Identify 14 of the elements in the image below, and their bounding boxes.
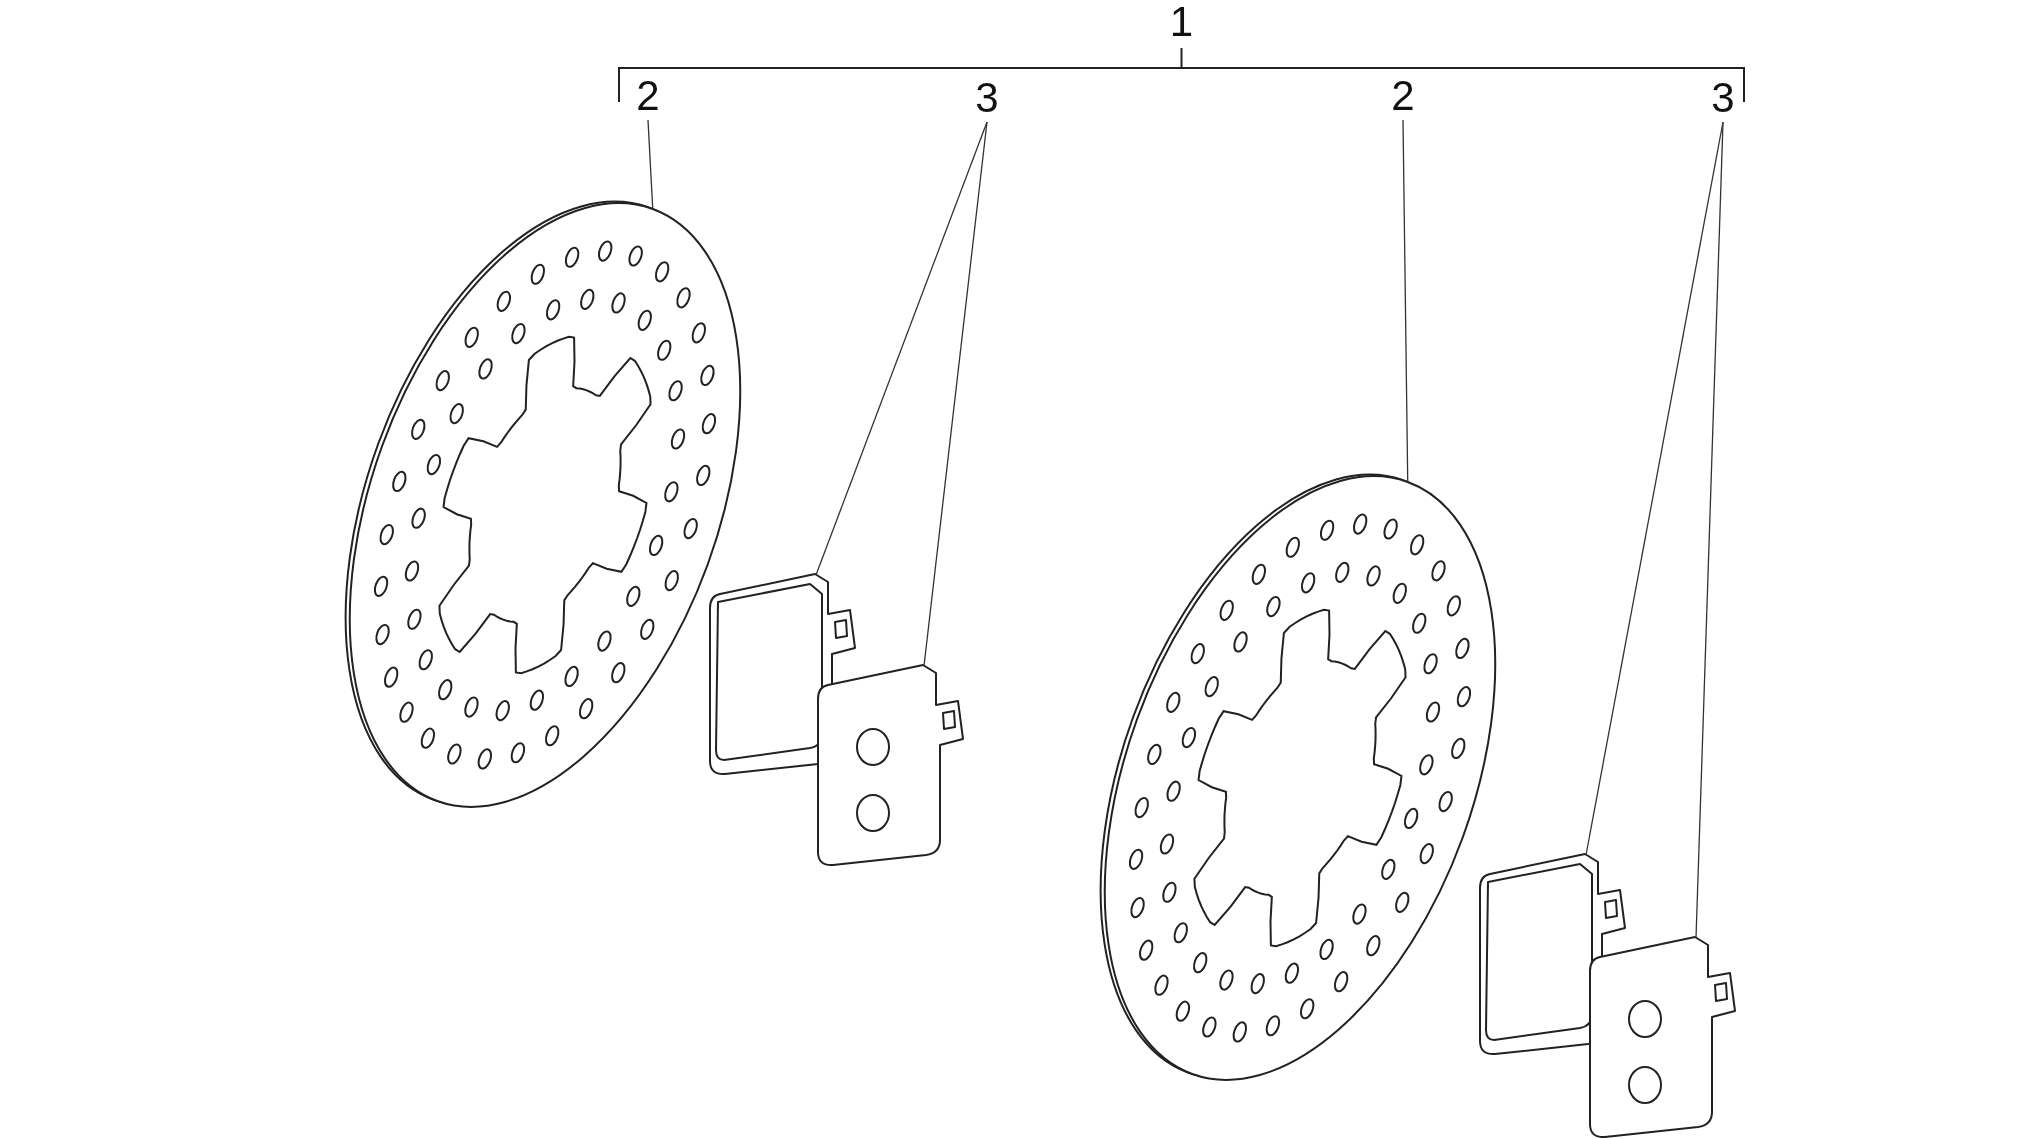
brake-disc-drawing	[345, 201, 741, 808]
leader-line	[923, 121, 988, 667]
callout-number: 1	[1169, 0, 1194, 44]
callout-number: 2	[636, 74, 660, 118]
callout-number: 3	[1711, 76, 1735, 120]
brake-pad-drawing	[817, 664, 964, 867]
leader-line	[815, 121, 988, 576]
brake-disc-drawing	[1100, 474, 1496, 1081]
brake-pad-drawing	[1589, 936, 1736, 1138]
leader-line	[647, 119, 654, 210]
leader-line	[1402, 119, 1409, 483]
leader-line	[1695, 121, 1724, 939]
callout-number: 2	[1391, 74, 1415, 118]
callout-number: 3	[975, 76, 999, 120]
